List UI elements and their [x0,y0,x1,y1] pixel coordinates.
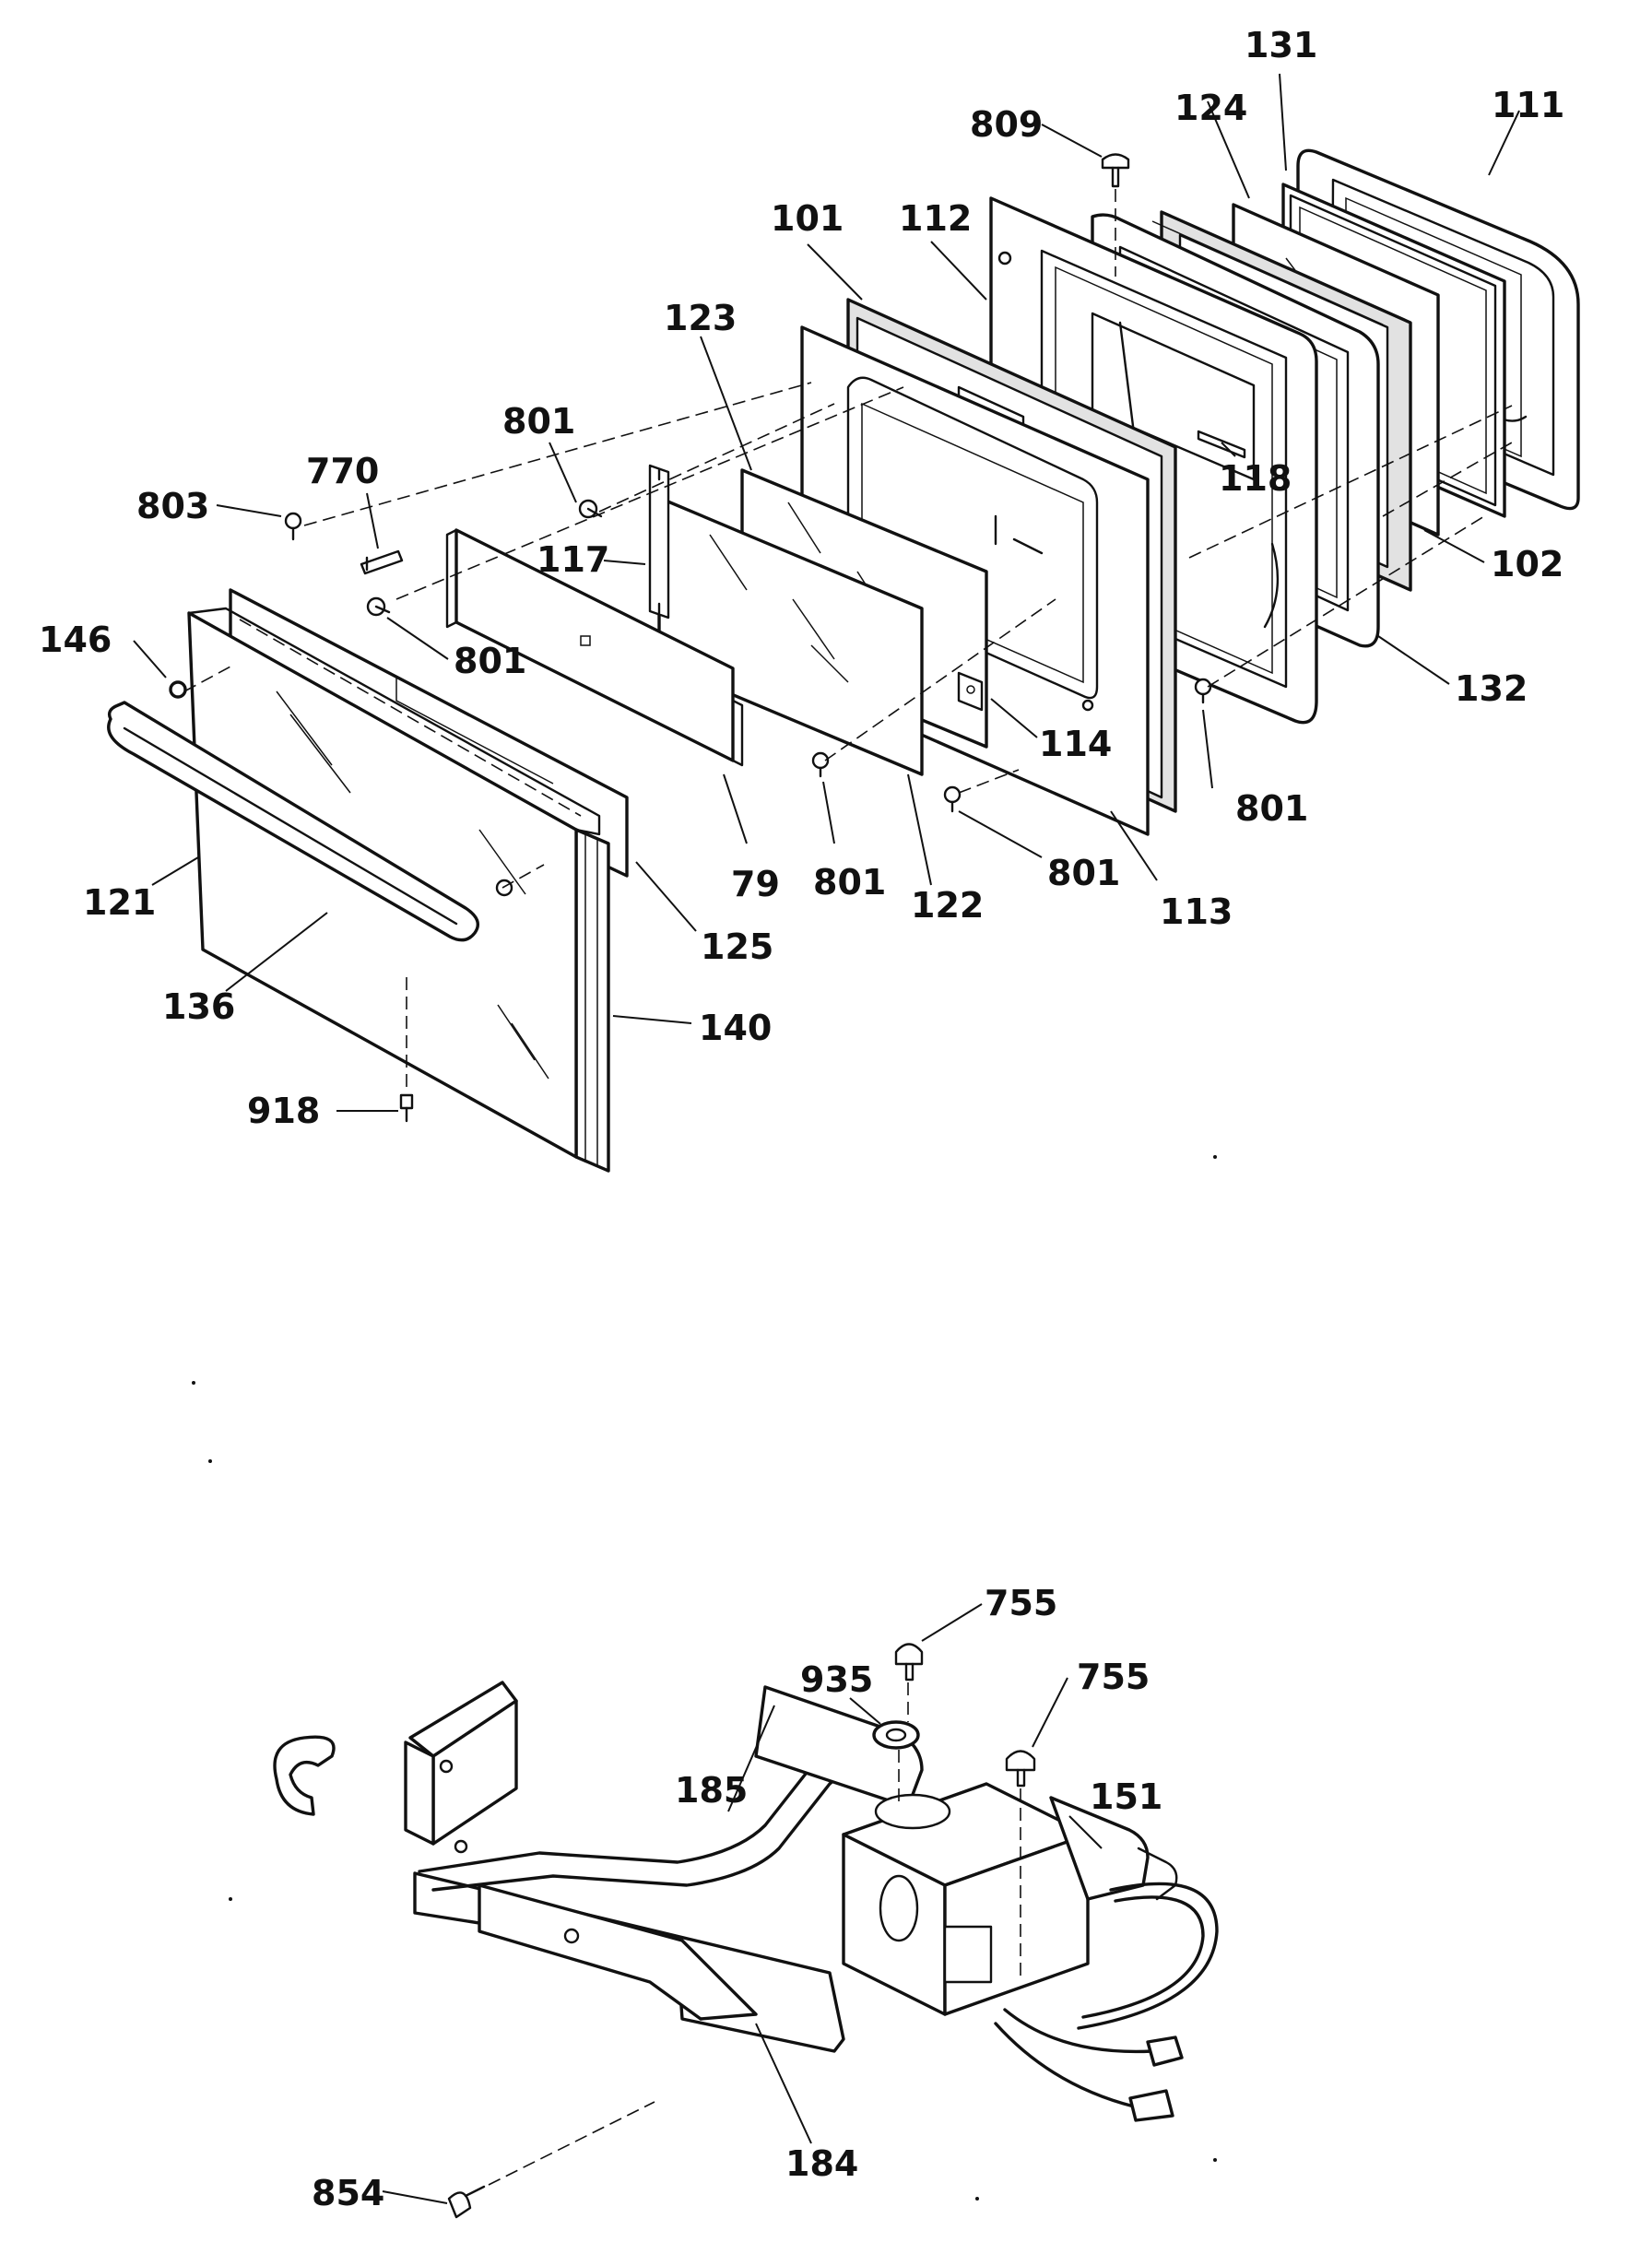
callout-184: 184 [785,2143,858,2184]
callout-770: 770 [306,451,379,491]
part-114-clip [957,671,984,712]
callout-125: 125 [701,926,773,967]
callout-132: 132 [1455,668,1528,709]
callout-755-a: 755 [985,1583,1057,1623]
part-140-door-panel-side [574,828,610,1173]
callout-803: 803 [136,486,209,526]
part-118-bracket [1197,430,1246,459]
callout-854: 854 [312,2173,384,2213]
callout-124: 124 [1174,88,1247,128]
callout-118: 118 [1219,458,1292,499]
fasteners-bottom [447,1643,1036,2219]
callout-131: 131 [1245,25,1317,65]
callout-117: 117 [537,539,609,580]
callout-114: 114 [1039,724,1112,764]
assembly-lines-top [183,189,1513,1093]
part-117-retainer [648,464,670,620]
part-136-handle [107,701,479,942]
callout-labels: 809 131 124 111 101 112 123 801 770 803 … [39,25,1564,2213]
callout-935: 935 [800,1659,873,1700]
callout-111: 111 [1492,85,1564,125]
callout-123: 123 [664,298,737,338]
callout-809: 809 [970,104,1043,145]
door-assembly [107,148,1580,1173]
callout-140: 140 [699,1008,772,1048]
callout-79: 79 [731,864,780,904]
callout-801-right: 801 [1235,788,1308,829]
callout-801-mid: 801 [454,641,526,681]
fasteners-top [169,153,1212,1123]
callout-801-top: 801 [502,401,575,442]
callout-146: 146 [39,620,112,660]
callout-136: 136 [162,986,235,1027]
latch-bracket [404,1681,518,1854]
part-184-latch-plate [273,1735,845,2053]
callout-101: 101 [771,198,844,239]
callout-151: 151 [1090,1776,1162,1817]
leader-lines [133,73,1520,2204]
callout-113: 113 [1160,891,1233,932]
callout-918: 918 [247,1091,320,1131]
callout-121: 121 [83,882,156,923]
callout-185: 185 [675,1770,748,1811]
callout-122: 122 [911,885,984,926]
part-79-heat-shield [445,528,744,767]
callout-102: 102 [1491,544,1564,584]
callout-801-low2: 801 [1047,853,1120,893]
scan-specks [192,1155,1217,2201]
wire-terminals [994,2008,1184,2122]
latch-assembly [273,1643,1219,2219]
callout-112: 112 [899,198,972,239]
assembly-lines-bottom [488,1682,1021,2186]
part-151-switch-box [842,1782,1219,2030]
callout-801-low1: 801 [813,862,886,903]
callout-755-b: 755 [1077,1657,1150,1697]
